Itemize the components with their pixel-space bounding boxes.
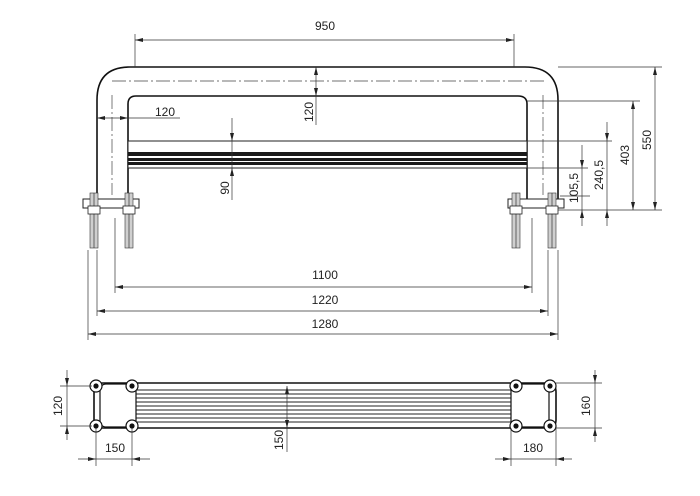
dim-150-center: 150 bbox=[272, 430, 286, 450]
dim-240-5: 240,5 bbox=[592, 160, 606, 190]
dim-180-right: 180 bbox=[523, 441, 543, 455]
dim-1220: 1220 bbox=[312, 293, 339, 307]
frame-outer bbox=[96, 66, 559, 200]
dim-160-depth: 160 bbox=[579, 396, 593, 416]
dim-1100: 1100 bbox=[312, 268, 338, 282]
top-ribs bbox=[103, 389, 547, 423]
dim-120-side: 120 bbox=[155, 105, 175, 119]
left-mount bbox=[82, 192, 140, 249]
top-view: 150 120 160 150 180 bbox=[51, 370, 602, 466]
dim-950: 950 bbox=[315, 19, 335, 33]
crossbar bbox=[127, 140, 528, 169]
dim-403: 403 bbox=[618, 145, 632, 165]
dim-120-depth: 120 bbox=[51, 396, 65, 416]
front-view: 950 120 120 90 1100 1220 1280 bbox=[82, 19, 662, 340]
dim-550: 550 bbox=[640, 130, 654, 150]
dim-105-5: 105,5 bbox=[567, 173, 581, 203]
dim-1280: 1280 bbox=[312, 317, 339, 331]
dim-90: 90 bbox=[218, 181, 232, 195]
right-mount bbox=[507, 192, 565, 249]
frame-inner bbox=[127, 95, 528, 200]
dim-120-tube: 120 bbox=[302, 102, 316, 122]
dim-150-left: 150 bbox=[105, 441, 125, 455]
top-bolts bbox=[89, 379, 557, 433]
